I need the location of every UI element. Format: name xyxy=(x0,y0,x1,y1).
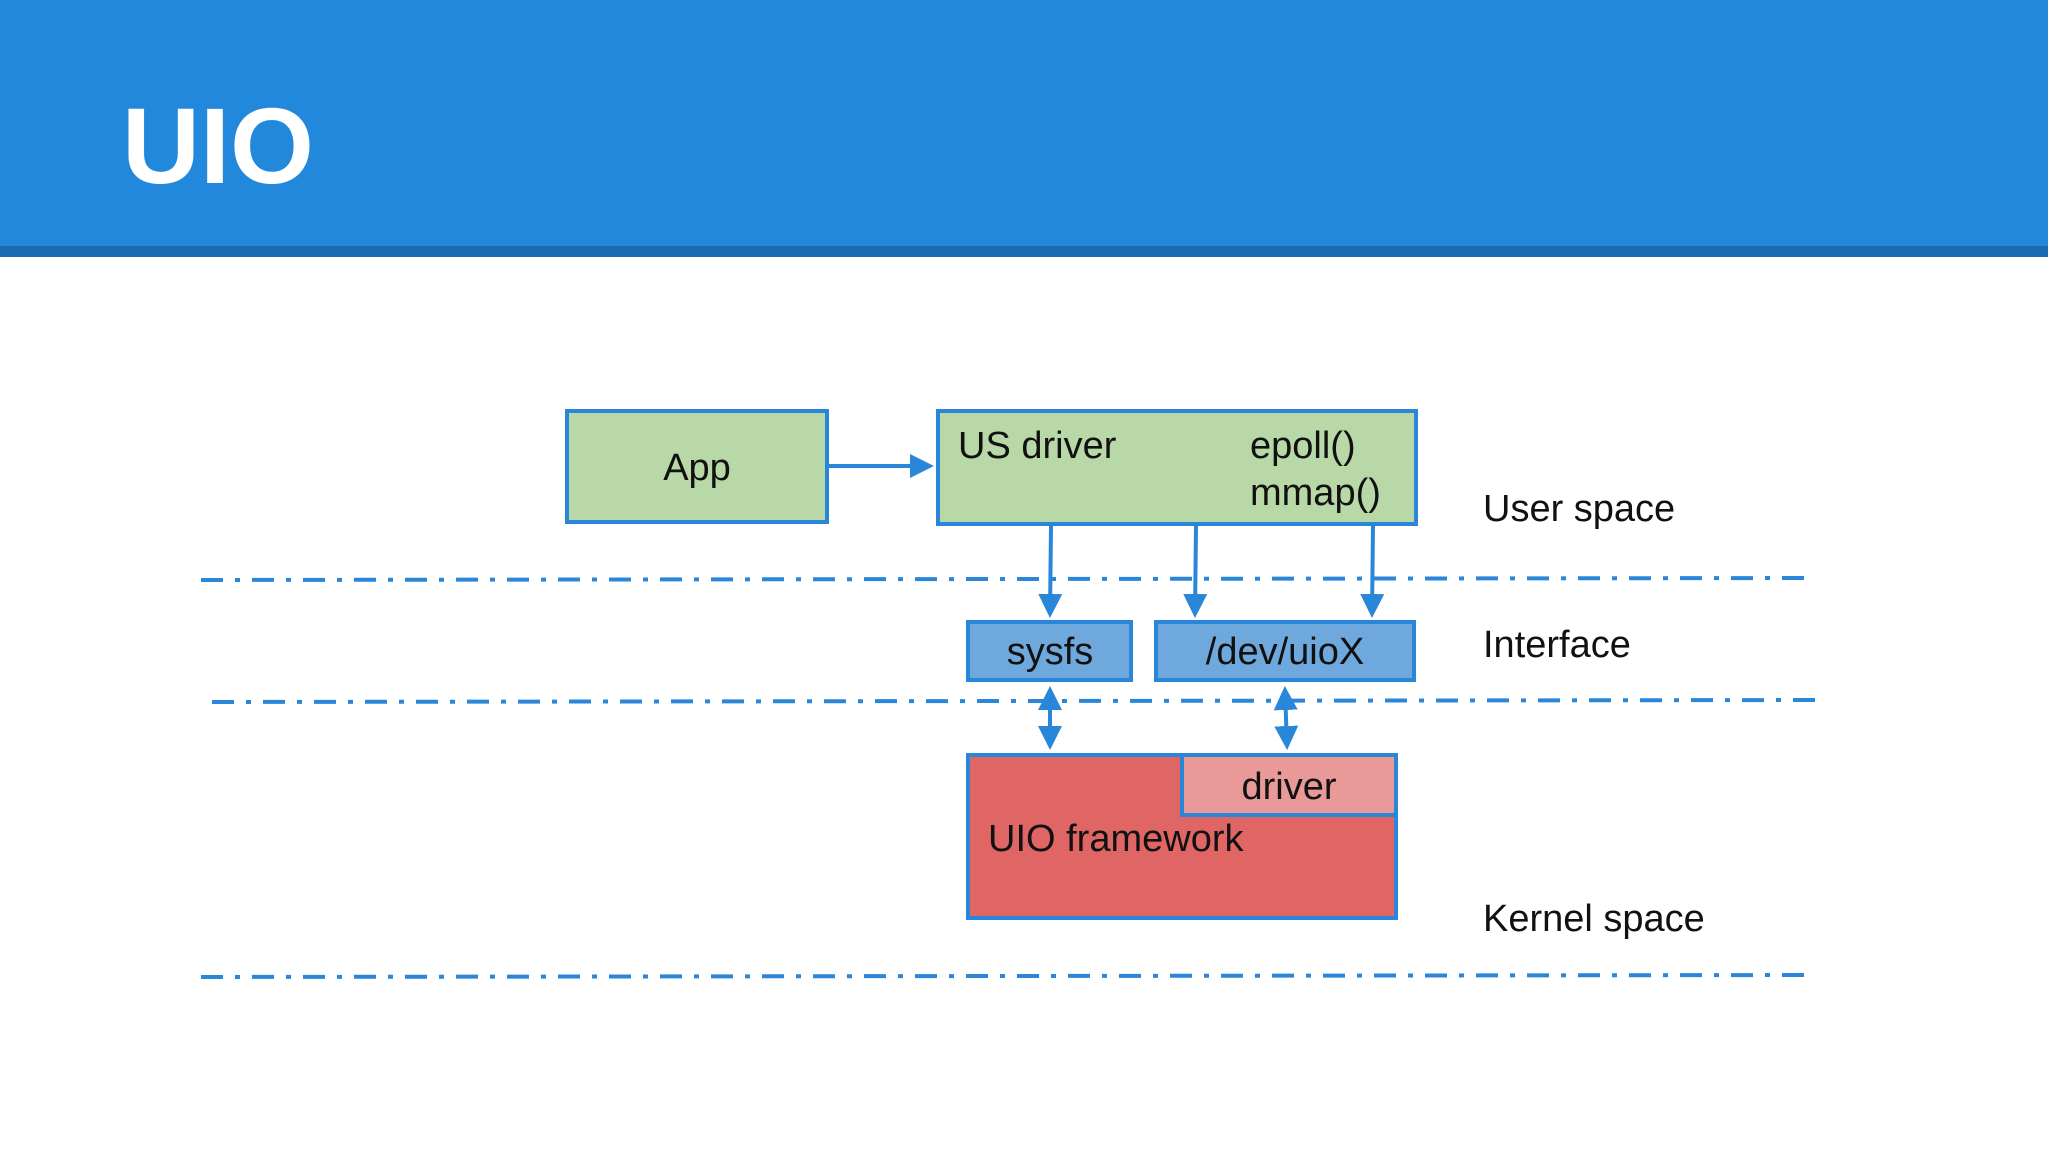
arrow-driver-to-devuio-2 xyxy=(1360,525,1385,618)
divider-user-interface xyxy=(200,576,1816,582)
dev-uio-box xyxy=(1154,620,1416,682)
us-driver-box xyxy=(936,409,1418,526)
us-driver-label: US driver xyxy=(958,425,1117,467)
driver-box xyxy=(1180,753,1398,817)
slide-title: UIO xyxy=(122,85,315,206)
layer-kernel-space: Kernel space xyxy=(1483,898,1705,940)
arrow-devuio-driver xyxy=(1273,686,1299,750)
uio-framework-label: UIO framework xyxy=(988,818,1244,860)
layer-user-space: User space xyxy=(1483,488,1675,530)
divider-kernel-bottom xyxy=(200,973,1816,979)
divider-interface-kernel xyxy=(211,698,1827,704)
slide-header xyxy=(0,0,2048,246)
mmap-label: mmap() xyxy=(1250,472,1381,514)
app-box xyxy=(565,409,829,524)
arrow-driver-to-sysfs xyxy=(1038,525,1063,618)
dev-uio-label: /dev/uioX xyxy=(1206,631,1364,673)
driver-label: driver xyxy=(1241,766,1336,808)
epoll-label: epoll() xyxy=(1250,425,1356,467)
arrow-driver-to-devuio-1 xyxy=(1183,525,1208,618)
layer-interface: Interface xyxy=(1483,624,1631,666)
sysfs-label: sysfs xyxy=(1007,631,1094,673)
header-band xyxy=(0,246,2048,257)
app-label: App xyxy=(663,447,731,489)
sysfs-box xyxy=(966,620,1133,682)
